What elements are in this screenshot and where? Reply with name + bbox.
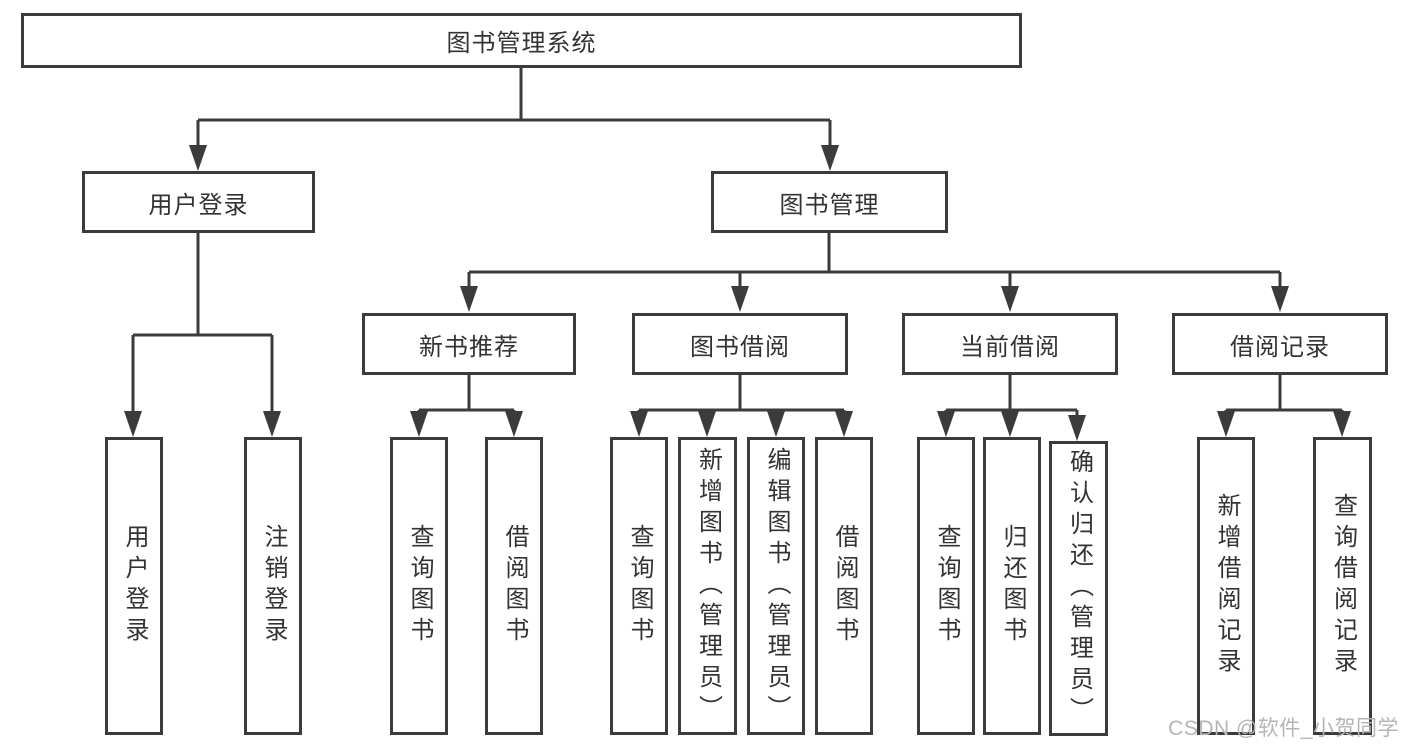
leaf-confirm-return-admin-label: 确认归还（管理员）: [1065, 449, 1093, 728]
edge-book-management-bus: [469, 233, 1280, 274]
node-book-borrow: 图书借阅: [632, 313, 848, 375]
leaf-logout: 注销登录: [244, 437, 302, 735]
leaf-borrow-books-recommend: 借阅图书: [485, 437, 543, 735]
leaf-logout-label: 注销登录: [260, 524, 287, 648]
leaf-borrow-books-recommend-label: 借阅图书: [501, 524, 528, 648]
csdn-watermark: CSDN @软件_小贺同学: [1168, 717, 1399, 740]
node-new-book-recommend-label: 新书推荐: [419, 333, 519, 361]
node-root-system: 图书管理系统: [21, 13, 1022, 68]
node-book-borrow-label: 图书借阅: [690, 333, 790, 361]
edge-book-borrow-bus: [639, 375, 844, 412]
leaf-user-login-label: 用户登录: [121, 524, 148, 648]
node-current-borrow: 当前借阅: [902, 313, 1118, 375]
edge-current-borrow-bus: [946, 375, 1077, 412]
node-borrow-record: 借阅记录: [1172, 313, 1388, 375]
node-borrow-record-label: 借阅记录: [1230, 333, 1330, 361]
leaf-add-books-admin: 新增图书（管理员）: [678, 437, 737, 735]
node-current-borrow-label: 当前借阅: [960, 333, 1060, 361]
edge-borrow-record-bus: [1226, 375, 1342, 412]
leaf-borrow-books: 借阅图书: [815, 437, 873, 735]
node-book-management-label: 图书管理: [779, 191, 880, 219]
leaf-add-books-admin-label: 新增图书（管理员）: [694, 446, 722, 726]
leaf-confirm-return-admin: 确认归还（管理员）: [1049, 441, 1108, 736]
leaf-edit-books-admin-label: 编辑图书（管理员）: [763, 446, 790, 726]
edge-new-book-bus: [419, 375, 514, 412]
node-user-login-label: 用户登录: [148, 191, 249, 219]
leaf-edit-books-admin: 编辑图书（管理员）: [747, 437, 805, 735]
leaf-user-login: 用户登录: [105, 437, 163, 735]
node-root-system-label: 图书管理系统: [446, 30, 597, 57]
leaf-return-books-label: 归还图书: [999, 524, 1026, 648]
leaf-query-books-current-label: 查询图书: [933, 524, 960, 648]
leaf-query-books-recommend: 查询图书: [390, 437, 448, 735]
leaf-add-borrow-record: 新增借阅记录: [1197, 437, 1255, 735]
node-book-management: 图书管理: [711, 171, 948, 233]
edge-user-login-bus: [133, 233, 272, 337]
node-new-book-recommend: 新书推荐: [362, 313, 576, 375]
leaf-borrow-books-label: 借阅图书: [831, 524, 858, 648]
node-user-login: 用户登录: [82, 171, 315, 233]
leaf-query-borrow-record-label: 查询借阅记录: [1329, 493, 1357, 679]
leaf-query-books-current: 查询图书: [917, 437, 975, 735]
leaf-query-books-borrow-label: 查询图书: [626, 524, 653, 648]
leaf-return-books: 归还图书: [983, 437, 1041, 735]
edge-root-bus: [198, 68, 830, 122]
leaf-query-borrow-record: 查询借阅记录: [1313, 437, 1372, 735]
leaf-add-borrow-record-label: 新增借阅记录: [1213, 493, 1240, 679]
leaf-query-books-recommend-label: 查询图书: [406, 524, 433, 648]
leaf-query-books-borrow: 查询图书: [610, 437, 668, 735]
